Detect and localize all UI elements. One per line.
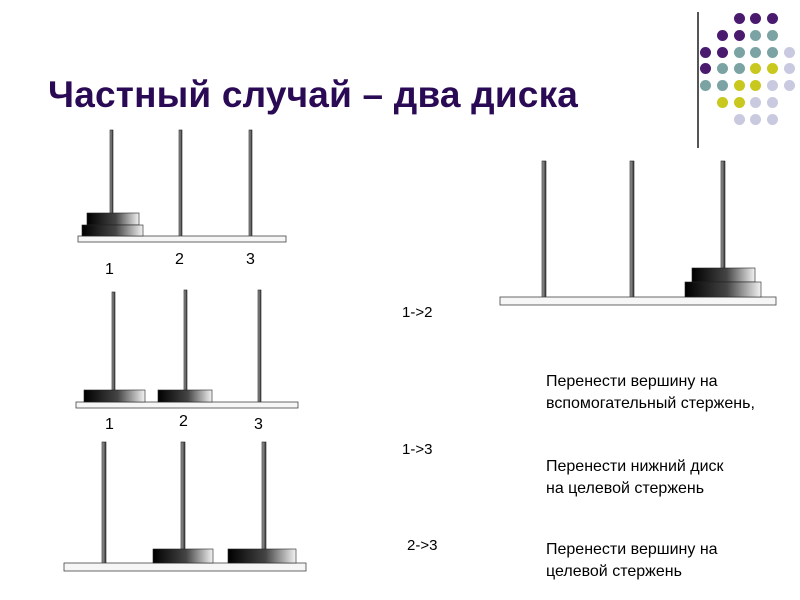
decorative-dot: [733, 46, 745, 58]
decorative-dot: [716, 63, 728, 75]
decorative-dot: [700, 46, 711, 58]
decorative-dot: [716, 46, 728, 58]
peg-label-1: 1: [105, 261, 114, 278]
disk-small: [691, 267, 756, 283]
decorative-dot: [784, 63, 795, 75]
tower-figure-step1: [75, 289, 299, 409]
base: [75, 401, 299, 409]
peg-3: [248, 129, 253, 239]
decorative-dot: [767, 29, 779, 41]
step-label: 1->3: [402, 441, 433, 458]
decorative-dot: [750, 80, 762, 92]
tower-figure-final: [499, 160, 777, 306]
disk-large: [81, 224, 144, 237]
decorative-dot: [767, 113, 779, 125]
disk-large: [684, 281, 762, 298]
decorative-dot: [750, 29, 762, 41]
peg-3: [257, 289, 262, 403]
decorative-dot: [784, 46, 795, 58]
disk-small: [86, 212, 140, 226]
peg-label-3: 3: [254, 416, 263, 433]
decorative-dot: [784, 80, 795, 92]
decorative-dot: [767, 63, 779, 75]
peg-label-2: 2: [179, 413, 188, 430]
decorative-dot: [716, 80, 728, 92]
decorative-dot: [750, 63, 762, 75]
base: [63, 562, 307, 572]
step-description: Перенести нижний диск на целевой стержен…: [546, 458, 724, 497]
decorative-divider: [697, 12, 699, 148]
decorative-dot: [767, 97, 779, 108]
peg-3: [261, 441, 267, 565]
slide-title: Частный случай – два диска: [48, 74, 579, 115]
peg-2: [178, 129, 183, 239]
decorative-dot: [767, 80, 779, 92]
peg-label-2: 2: [175, 251, 184, 268]
disk-large: [227, 548, 297, 564]
decorative-dot: [733, 29, 745, 41]
peg-2: [183, 289, 188, 403]
peg-1: [111, 291, 116, 403]
decorative-dot: [700, 80, 711, 92]
step-description: Перенести вершину на целевой стержень: [546, 541, 718, 580]
disk-small: [157, 389, 213, 403]
peg-2: [180, 441, 186, 565]
step-description: Перенести вершину на вспомогательный сте…: [546, 373, 755, 412]
base: [77, 235, 287, 243]
step-label: 2->3: [407, 537, 438, 554]
disk-small: [152, 548, 214, 564]
peg-2: [629, 160, 635, 299]
peg-1: [541, 160, 547, 299]
base: [499, 296, 777, 306]
decorative-dot: [716, 97, 728, 108]
decorative-dot: [750, 46, 762, 58]
decorative-dot: [700, 63, 711, 75]
tower-figure-initial: [77, 129, 287, 243]
disk-large: [83, 389, 146, 403]
peg-1: [101, 441, 107, 565]
decorative-dot: [733, 80, 745, 92]
decorative-dot: [750, 113, 762, 125]
decorative-dot: [750, 13, 762, 24]
decorative-dot: [750, 97, 762, 108]
step-label: 1->2: [402, 304, 433, 321]
decorative-dot: [767, 13, 779, 24]
decorative-dot: [716, 29, 728, 41]
tower-figure-step2: [63, 441, 307, 572]
decorative-dot: [767, 46, 779, 58]
peg-label-1: 1: [105, 416, 114, 433]
decorative-dot: [733, 97, 745, 108]
decorative-dot: [733, 63, 745, 75]
peg-label-3: 3: [246, 251, 255, 268]
decorative-dot: [733, 13, 745, 24]
decorative-dot: [733, 113, 745, 125]
